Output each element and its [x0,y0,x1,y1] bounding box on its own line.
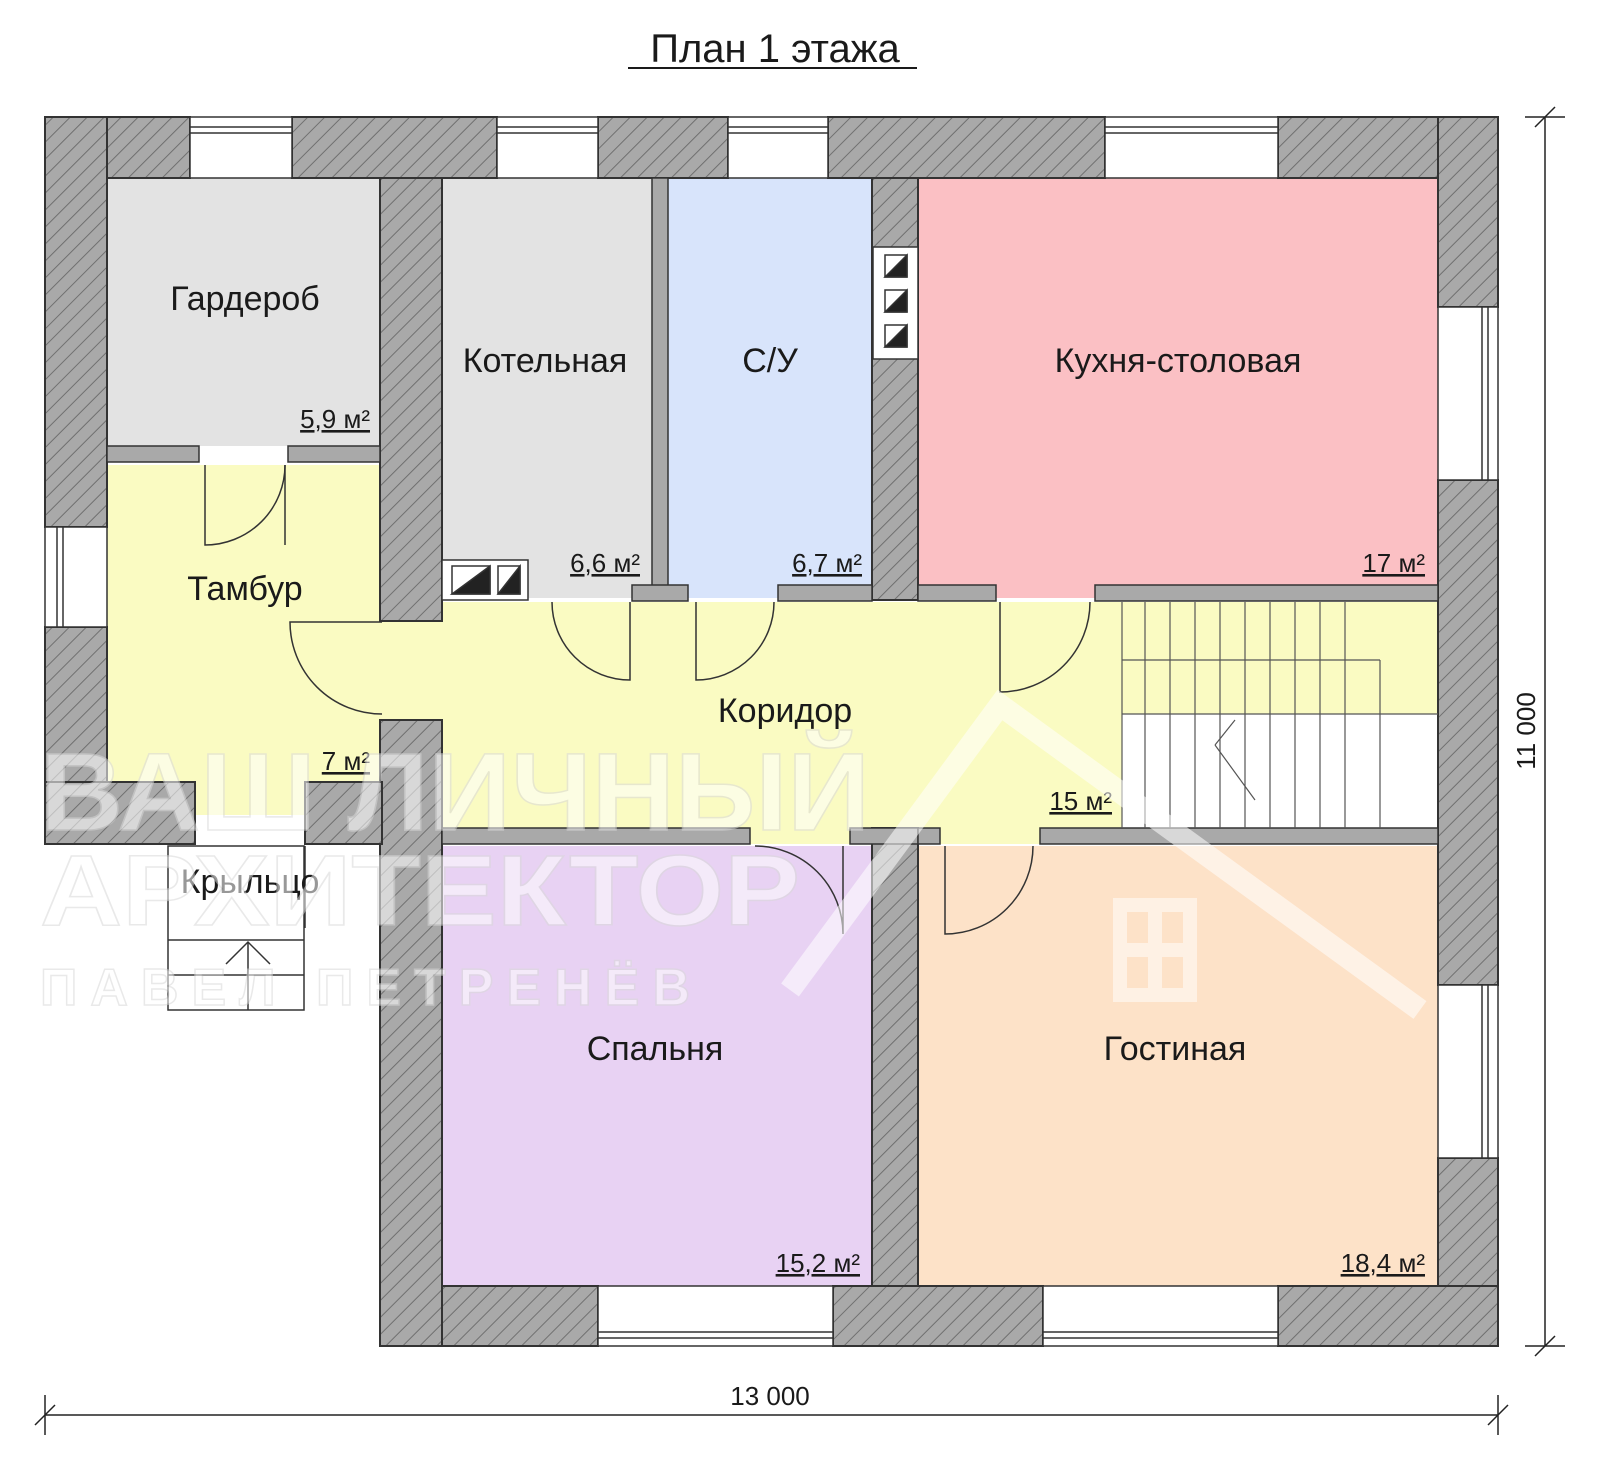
height-dimension: 11 000 [1511,692,1541,770]
room-kotelnaya [442,178,652,598]
room-name-kotelnaya: Котельная [463,342,628,380]
watermark-house-icon [781,689,1427,1019]
room-tambur [107,465,382,815]
width-dimension: 13 000 [730,1381,810,1411]
room-bedroom [442,846,872,1286]
room-area-su: 6,7 м² [792,548,862,578]
room-name-su: С/У [742,342,798,380]
dimension-lines [34,106,1565,1435]
room-area-kitchen: 17 м² [1362,548,1425,578]
exterior-walls [44,116,1499,1347]
room-area-bedroom: 15,2 м² [776,1248,861,1278]
vent-blocks [441,246,919,601]
partitions [106,177,1439,845]
room-name-bedroom: Спальня [587,1030,724,1068]
room-name-garderob: Гардероб [170,280,320,318]
porch-steps [167,845,305,1011]
room-area-kotelnaya: 6,6 м² [570,548,640,578]
room-area-tambur: 7 м² [322,746,371,776]
watermark-house-window-icon [1113,898,1197,1002]
watermark-line2: АРХИТЕКТОР [40,835,800,947]
room-name-living: Гостиная [1104,1030,1247,1068]
room-su [668,178,872,598]
stair-yellow-band [1122,602,1438,714]
room-name-corridor: Коридор [718,692,852,730]
watermark-line1: ВАШ ЛИЧНЫЙ [40,730,870,854]
room-garderob [107,178,380,446]
room-name-kitchen: Кухня-столовая [1055,342,1302,380]
room-area-living: 18,4 м² [1341,1248,1426,1278]
room-area-garderob: 5,9 м² [300,404,370,434]
room-kitchen [918,178,1438,598]
room-name-tambur: Тамбур [187,570,302,608]
windows [44,116,1499,1347]
plan-title: План 1 этажа [650,27,900,71]
room-name-porch: Крыльцо [181,863,320,901]
room-living [918,846,1438,1286]
